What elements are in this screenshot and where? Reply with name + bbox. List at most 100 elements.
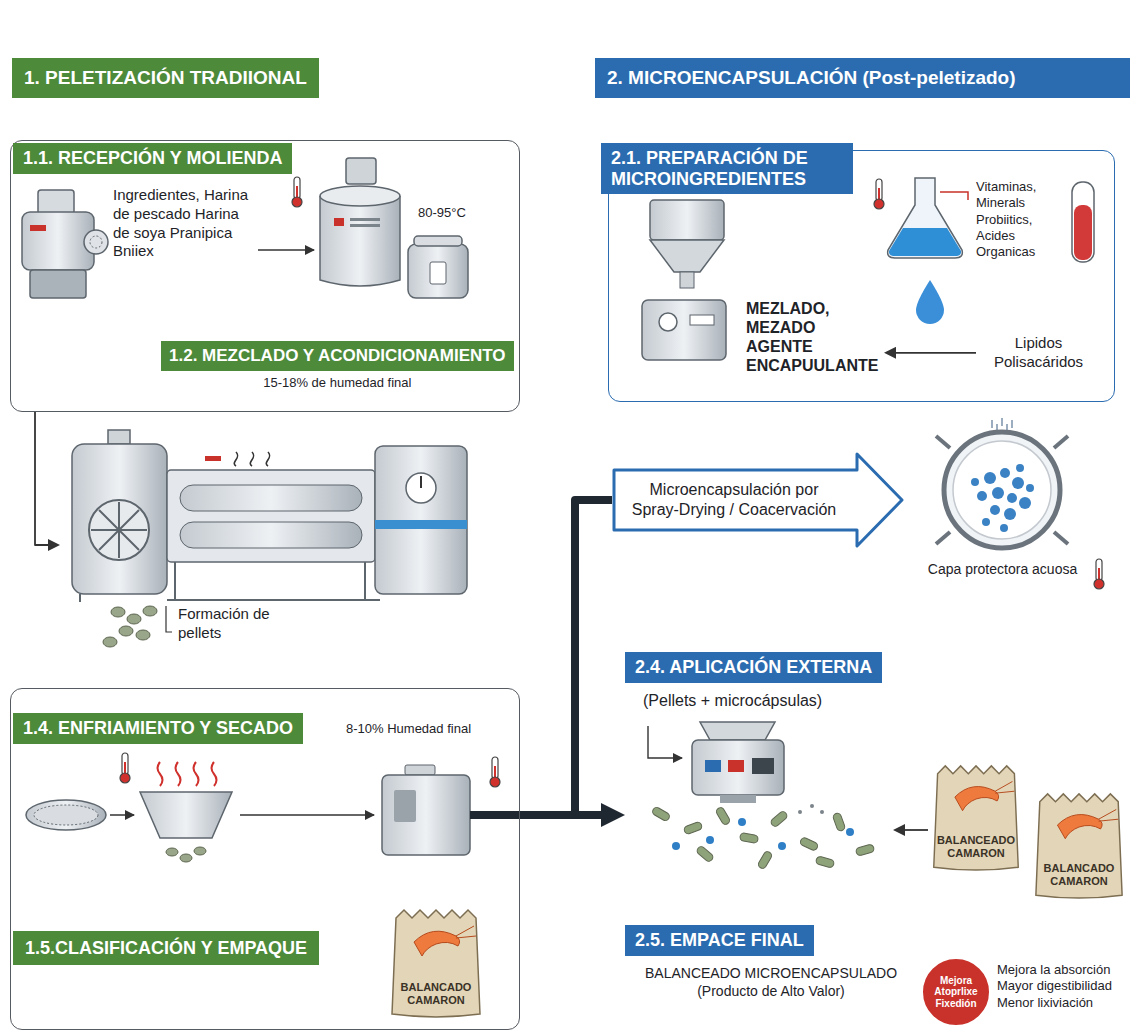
- cooling-drying-illustration: [120, 753, 130, 783]
- coating-machine-illustration: [798, 810, 802, 814]
- cooling-drying-illustration: [110, 814, 134, 816]
- cooking-vessel: [350, 218, 380, 221]
- ingredient-list: Ingredientes, Harina de pescado Harina d…: [113, 186, 258, 261]
- cooling-drying-illustration: [490, 757, 500, 787]
- ingredient-list: Lipidos Polisacáridos: [976, 334, 1101, 372]
- pellet-mill-illustration: [420, 476, 422, 488]
- coating-machine-illustration: [692, 740, 784, 795]
- coating-machine-illustration: [832, 812, 846, 832]
- badge-text: Mejora Atoprlixe Fixedión: [927, 975, 985, 1010]
- step-note: Formación de pellets: [178, 605, 278, 643]
- step-heading: 2.4. APLICACIÓN EXTERNA: [625, 652, 882, 683]
- microingredient-illustration: [642, 300, 726, 360]
- cooking-vessel: [408, 244, 468, 298]
- coating-machine-illustration: [855, 844, 874, 856]
- step-panel: 1.1. RECEPCIÓN Y MOLIENDA Ingredientes, H…: [10, 140, 520, 412]
- coating-machine-illustration: [810, 804, 814, 808]
- coating-machine-illustration: [705, 760, 721, 772]
- spray-dryer-vessel: [1019, 497, 1031, 509]
- coating-machine-illustration: [696, 845, 715, 863]
- microingredient-illustration: [1072, 182, 1094, 262]
- pellet-mill-illustration: [167, 470, 375, 562]
- bag-label: BALANCADO CAMARON: [1037, 862, 1121, 888]
- spray-dryer-vessel: [1026, 484, 1034, 492]
- coating-machine-illustration: [739, 832, 758, 843]
- pellet-mill-illustration: [119, 626, 133, 636]
- pellet-mill-illustration: [108, 430, 130, 444]
- grinder-mill: [90, 236, 102, 248]
- coating-machine-illustration: [651, 806, 671, 822]
- cooling-drying-illustration: [140, 792, 232, 838]
- feed-bag: BALANCADO CAMARON: [1030, 790, 1128, 902]
- coating-machine-illustration: [752, 758, 774, 774]
- coating-machine-illustration: [720, 795, 756, 803]
- benefit-badge: Mejora Atoprlixe Fixedión: [920, 956, 992, 1028]
- microingredient-illustration: [1074, 205, 1092, 260]
- section-title: 1. PELETIZACIÓN TRADIIONAL: [24, 67, 307, 89]
- pellet-mill-illustration: [127, 614, 141, 624]
- cooling-drying-illustration: [158, 762, 217, 786]
- spray-dryer-vessel: [982, 518, 990, 526]
- spray-dryer-vessel: [936, 436, 950, 448]
- cooking-vessel: [320, 186, 400, 206]
- feed-bag: [456, 936, 476, 938]
- step-heading: 1.4. ENFRIAMIENTO Y SECADO: [13, 713, 303, 744]
- ingredient-text: Ingredientes, Harina de pescado Harina d…: [113, 186, 258, 261]
- grinder-mill: [30, 225, 46, 231]
- pellet-mill-illustration: [166, 606, 172, 632]
- pellet-mill-illustration: [91, 502, 147, 558]
- coating-machine-illustration: [715, 806, 731, 826]
- feed-bag: [955, 787, 999, 811]
- process-arrow: Microencapsulación por Spray-Drying / Co…: [612, 452, 904, 548]
- ingredient-text: Vitaminas, Minerals Probiitics, Acides O…: [976, 179, 1068, 260]
- cooling-drying-illustration: [26, 800, 106, 830]
- feed-bag: [1099, 819, 1119, 821]
- coating-machine-illustration: [648, 722, 875, 870]
- step-panel: 2.1. PREPARACIÓN DE MICROINGREDIENTESVit…: [608, 150, 1115, 402]
- cooking-vessel: [346, 158, 376, 184]
- feed-bag: [1057, 815, 1102, 839]
- step-heading: 1.2. MEZCLADO Y ACONDICIONAMIENTO: [161, 341, 514, 371]
- microingredient-illustration: [916, 280, 944, 324]
- coating-machine-illustration: [757, 850, 773, 870]
- microingredient-illustration: [940, 192, 968, 200]
- spray-dryer-vessel: [1012, 477, 1024, 489]
- feed-bag: BALANCEADO CAMARON: [928, 762, 1024, 874]
- temperature-label: 80-95°C: [418, 205, 466, 221]
- cooking-vessel: [320, 158, 468, 298]
- step-heading: 1.1. RECEPCIÓN Y MOLIENDA: [13, 143, 292, 174]
- section-header: 1. PELETIZACIÓN TRADIIONAL: [12, 58, 319, 98]
- process-arrow: [612, 452, 904, 548]
- feed-bag: [414, 931, 460, 956]
- grinder-mill: [38, 190, 74, 214]
- cooking-vessel: [430, 262, 446, 284]
- grinder-mill: [84, 230, 108, 254]
- ingredient-list: Vitaminas, Minerals Probiitics, Acides O…: [976, 179, 1068, 260]
- section-title: 2. MICROENCAPSULACIÓN (Post-peletizado): [607, 67, 1016, 89]
- spray-dryer-vessel: [990, 505, 1000, 515]
- product-note: BALANCEADO MICROENCAPSULADO (Producto de…: [625, 964, 917, 1000]
- cooking-vessel: [414, 236, 462, 246]
- spray-dryer-vessel: [992, 418, 1012, 430]
- pellet-mill-illustration: [180, 522, 362, 548]
- feed-bag: [995, 781, 1012, 791]
- cooling-drying-illustration: [26, 753, 522, 862]
- spray-dryer-vessel: [1004, 508, 1016, 520]
- cooling-drying-illustration: [240, 814, 374, 816]
- process-text: Microencapsulación por Spray-Drying / Co…: [626, 480, 842, 520]
- section-header: 2. MICROENCAPSULACIÓN (Post-peletizado): [595, 58, 1130, 98]
- microingredient-illustration: [680, 272, 694, 288]
- microingredient-illustration: [650, 200, 724, 240]
- step-note: (Pellets + microcápsulas): [643, 691, 822, 711]
- moisture-note: 8-10% Humedad final: [346, 721, 471, 737]
- thermometer-icon: [292, 177, 302, 207]
- grinder-mill: [22, 212, 94, 270]
- pellet-mill-illustration: [180, 485, 362, 511]
- spray-dryer-vessel: [944, 432, 1060, 548]
- coating-machine-illustration: [700, 722, 775, 740]
- microingredient-illustration: [874, 179, 884, 209]
- pellet-mill-illustration: [80, 562, 380, 602]
- coating-machine-illustration: [706, 836, 714, 844]
- pellet-mill-illustration: [72, 430, 467, 647]
- cooling-drying-illustration: [180, 854, 192, 862]
